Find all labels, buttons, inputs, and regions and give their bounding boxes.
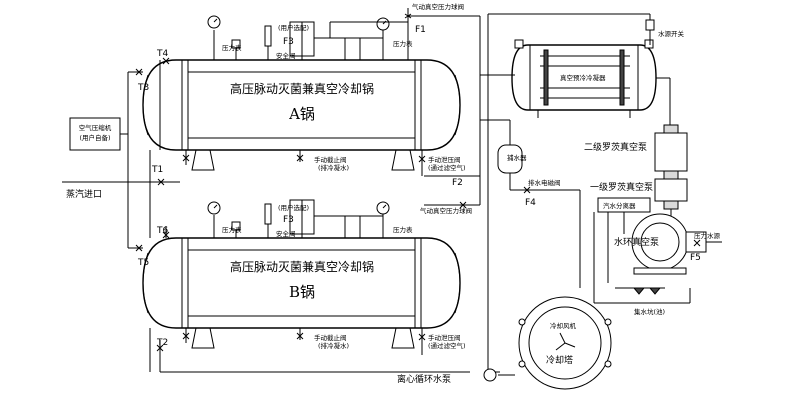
drain-note: (排冷凝水) <box>318 163 349 172</box>
tag-t2: T2 <box>156 338 168 348</box>
relief-note: (通过滤空气) <box>428 163 466 172</box>
left-piping <box>62 57 470 373</box>
roots-pumps <box>654 124 688 220</box>
pump-stage2-label: 二级罗茨真空泵 <box>584 141 647 153</box>
cooling-tower-label: 冷却塔 <box>546 354 573 366</box>
tag-f2: F2 <box>452 178 463 188</box>
user-option-label: (用户选配) <box>278 23 309 32</box>
pump-stage1-label: 一级罗茨真空泵 <box>590 181 653 193</box>
circulation-pump-label: 离心循环水泵 <box>397 373 451 385</box>
pressure-gauge-label: 压力表 <box>222 43 242 52</box>
tag-f3-b: F3 <box>283 215 294 225</box>
tag-f4: F4 <box>525 198 536 208</box>
drain-note: (排冷凝水) <box>318 341 349 350</box>
manual-relief-valve-label: 手动泄压阀 <box>428 155 461 164</box>
vacuum-condenser <box>511 14 671 125</box>
safety-valve-icon <box>264 203 272 225</box>
pressure-water-label: 压力水源 <box>694 231 721 240</box>
tag-t4: T4 <box>156 49 168 59</box>
steam-inlet-label: 蒸汽进口 <box>66 188 102 200</box>
air-compressor-label: 空气压缩机 <box>79 123 112 132</box>
water-switch-label: 水源开关 <box>658 29 685 38</box>
tank-label: 集水坑(池) <box>634 307 665 316</box>
kettle-a-title: 高压脉动灭菌兼真空冷却锅 <box>230 81 374 96</box>
tag-t3: T3 <box>137 83 149 93</box>
cooling-tower-group <box>483 296 612 390</box>
kettle-b-title: 高压脉动灭菌兼真空冷却锅 <box>230 259 374 274</box>
tag-f5: F5 <box>690 253 701 263</box>
tag-t6: T6 <box>156 226 168 236</box>
safety-valve-icon <box>264 25 272 47</box>
manual-relief-valve-label: 手动泄压阀 <box>428 333 461 342</box>
cooling-tower-fan-label: 冷却风机 <box>550 321 577 330</box>
kettle-a <box>142 8 480 176</box>
pressure-gauge-label: 压力表 <box>393 225 413 234</box>
water-catcher-label: 捕水器 <box>507 153 527 162</box>
kettle-b-name: B锅 <box>289 283 315 301</box>
pressure-gauge-label: 压力表 <box>393 39 413 48</box>
safety-valve-label: 安全阀 <box>276 51 296 60</box>
air-relief-valve-label: 气动真空压力球阀 <box>420 206 472 215</box>
tag-f1: F1 <box>415 25 426 35</box>
circulation-pump-icon <box>483 368 497 382</box>
relief-note: (通过滤空气) <box>428 341 466 350</box>
drain-solenoid-label: 排水电磁阀 <box>528 178 561 187</box>
steam-separator-label: 汽水分离器 <box>603 201 636 210</box>
tag-t5: T5 <box>137 258 149 268</box>
user-option-label: (用户选配) <box>278 203 309 212</box>
water-ring-pump <box>593 197 722 304</box>
air-relief-valve-label: 气动真空压力球阀 <box>412 2 464 11</box>
kettle-b <box>142 199 461 355</box>
air-compressor-note: (用户自备) <box>79 133 110 142</box>
tag-f3-a: F3 <box>283 37 294 47</box>
water-catcher <box>497 144 581 288</box>
air-compressor <box>69 117 121 151</box>
water-ring-pump-label: 水环真空泵 <box>614 236 659 248</box>
manual-stop-valve-label: 手动截止阀 <box>314 333 347 342</box>
manual-stop-valve-label: 手动截止阀 <box>314 155 347 164</box>
safety-valve-label: 安全阀 <box>276 229 296 238</box>
vacuum-condenser-label: 真空预冷冷凝器 <box>560 73 606 82</box>
tag-t1: T1 <box>151 165 163 175</box>
pressure-gauge-label: 压力表 <box>222 225 242 234</box>
kettle-a-name: A锅 <box>288 105 315 123</box>
